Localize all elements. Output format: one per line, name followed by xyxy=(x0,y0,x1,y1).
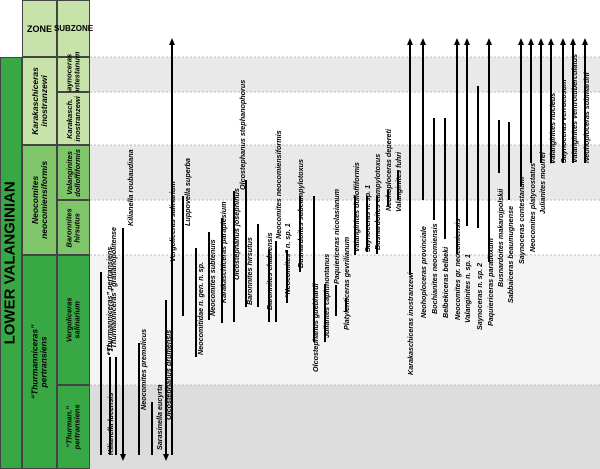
zone-cell: “Thurmanniceras”pertransiens xyxy=(22,255,57,469)
taxon-label: Sabbaiceras beaumugnense xyxy=(506,206,515,303)
taxon-label: Paquiericeras nicolasianum xyxy=(332,188,341,284)
subzone-header: SUBZONE xyxy=(53,0,94,57)
range-arrow-up xyxy=(169,38,175,45)
taxon-label: Busnardoites makarojpolskii xyxy=(496,188,505,287)
taxon-label: Busnardoites subcampylotoxus xyxy=(296,159,305,268)
interval-band xyxy=(90,200,600,255)
range-arrow-up xyxy=(570,38,576,45)
taxon-label: Busnardoites campylotoxus xyxy=(373,154,382,250)
interval-band xyxy=(90,92,600,145)
taxon-label: Neocomites platycostatus xyxy=(528,163,537,252)
taxon-label: Karakaschiceras paraplesium xyxy=(219,201,228,303)
taxon-label: Saynoceras contestanum xyxy=(517,176,526,264)
zone-header: ZONE xyxy=(22,0,57,57)
range-arrow-up xyxy=(560,38,566,45)
range-arrow-down xyxy=(120,454,126,461)
taxon-label: Baronnites hirsutus xyxy=(245,237,254,305)
taxon-label: “Thurmanniceras” gratianopolitense xyxy=(109,227,118,352)
stage-top-cell xyxy=(0,0,22,57)
taxon-label: Paquiericeras paradoxum xyxy=(486,238,495,326)
taxon-label: Neocomites gr. neocomiensis xyxy=(453,219,462,320)
taxon-label: Valanginites ventrotuberculatus xyxy=(570,54,579,163)
range-arrow-up xyxy=(582,38,588,45)
interval-band xyxy=(90,385,600,469)
range-arrow-up xyxy=(454,38,460,45)
subzone-cell: Karakasch.inostranzewi xyxy=(57,92,90,145)
taxon-label: Neocomites subtenuis xyxy=(208,239,217,316)
taxon-label: Saynoceras verrucosum xyxy=(559,79,568,163)
range-arrow-up xyxy=(538,38,544,45)
range-arrow-up xyxy=(407,38,413,45)
taxon-label: Valanginites nucleus xyxy=(548,93,557,164)
taxon-label: Karakaschiceras inostranzewi xyxy=(406,271,415,375)
taxon-label: Valanginites n. sp. 1 xyxy=(463,254,472,323)
interval-band xyxy=(90,145,600,200)
range-arrow-up xyxy=(548,38,554,45)
taxon-label: Valanginites fuhri xyxy=(394,151,403,212)
range-arrow-up xyxy=(420,38,426,45)
taxon-label: Bochianites neocomiensis xyxy=(430,223,439,314)
taxon-label: Kilianella roubaudiana xyxy=(126,149,135,226)
taxon-label: Belbekiceras belbeki xyxy=(441,246,450,318)
taxon-label: Luppovella superba xyxy=(183,158,192,226)
range-dot xyxy=(108,353,110,355)
taxon-label: Neocomitidae n. gen. n. sp. xyxy=(196,262,205,355)
interval-band xyxy=(90,57,600,92)
subzone-header-label: SUBZONE xyxy=(53,24,94,33)
range-arrow-down xyxy=(163,454,169,461)
range-arrow-up xyxy=(528,38,534,45)
interval-band xyxy=(90,255,600,385)
range-arrow-up xyxy=(518,38,524,45)
taxon-label: Sarasinella eucyrta xyxy=(155,384,164,450)
taxon-label: Neohoploceras depereti xyxy=(384,128,393,211)
taxon-label: Olcostephanus stephanophorus xyxy=(238,80,247,190)
taxon-label: Saynoceras n. sp. 1 xyxy=(363,185,372,252)
taxon-label: Saynoceras n. sp. 2 xyxy=(475,263,484,330)
taxon-label: Neohoploceras provinciale xyxy=(419,226,428,318)
taxon-label: Platylenticeras gevrilianum xyxy=(342,236,351,330)
zone-header-label: ZONE xyxy=(26,23,52,34)
taxon-label: “Thurmanniceras” pertransiens xyxy=(105,247,114,355)
taxon-label: Julianites mourrei xyxy=(538,151,547,214)
taxon-label: Neohoploceras submartini xyxy=(582,71,591,163)
range-arrow-up xyxy=(464,38,470,45)
taxon-label: Vergoliceras salinarium xyxy=(168,181,177,262)
taxon-label: Olcostephanus guebhardi xyxy=(311,282,320,372)
taxon-label: Olcostephanus drumensis xyxy=(164,330,173,420)
range-arrow-up xyxy=(486,38,492,45)
taxon-label: Valanginites dolloffiformis xyxy=(352,162,361,252)
range-dot xyxy=(108,345,110,347)
taxon-label: Neocomites premolicus xyxy=(139,329,148,410)
range-dot xyxy=(108,349,110,351)
taxon-label: Neocomites neocomiensiformis xyxy=(274,130,283,239)
taxon-label: Baronnites chabrensis xyxy=(265,233,274,311)
taxon-label: Juliantes capitmontanus xyxy=(322,254,331,338)
taxon-label: “Neocomites” n. sp. 1 xyxy=(283,223,292,298)
taxon-label: Olcostephanus josephinus xyxy=(232,188,241,280)
